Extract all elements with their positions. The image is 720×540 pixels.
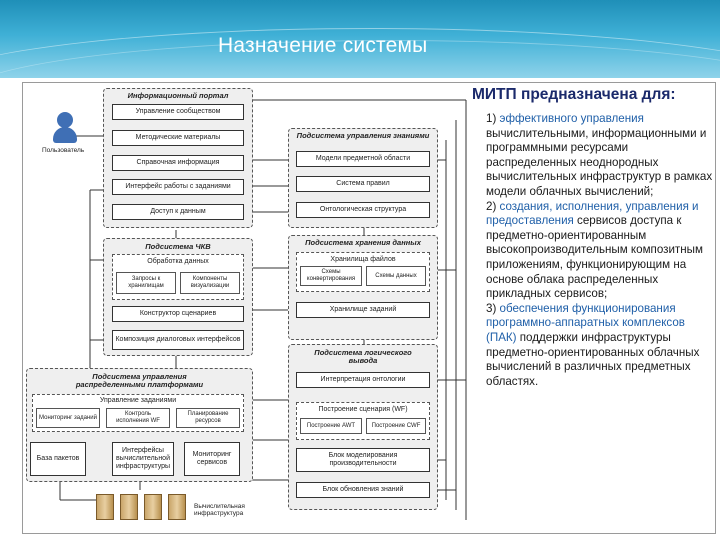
slide-header: Назначение системы (0, 0, 720, 78)
storage-convert: Схемы конвертирования (300, 266, 362, 286)
server-icon (120, 494, 138, 520)
knowledge-item: Модели предметной области (296, 151, 430, 167)
item-text: сервисов доступа к предметно-ориентирова… (486, 214, 703, 301)
logic-awt: Построение AWT (300, 418, 362, 434)
logic-cwf: Построение CWF (366, 418, 426, 434)
group-title: Подсистема управления распределенными пл… (75, 372, 204, 389)
server-icon (96, 494, 114, 520)
portal-item: Управление сообществом (112, 104, 244, 120)
logic-ontology: Интерпретация онтологии (296, 372, 430, 388)
portal-item: Справочная информация (112, 155, 244, 171)
item-accent: создания, исполнения, управления и предо… (486, 199, 699, 228)
group-title: Подсистема логического вывода (314, 348, 412, 365)
chkv-composition: Композиция диалоговых интерфейсов (112, 330, 244, 350)
storage-data: Схемы данных (366, 266, 426, 286)
description-paragraph: 2) создания, исполнения, управления и пр… (486, 200, 716, 302)
user-label: Пользователь (42, 147, 85, 154)
storage-file-store-label: Хранилища файлов (330, 256, 396, 263)
group-title: Подсистема ЧКВ (145, 242, 211, 251)
item-number: 1) (486, 112, 500, 125)
description-heading: МИТП предназначена для: (472, 86, 676, 103)
chkv-processing-label: Обработка данных (147, 258, 209, 265)
distrib-package-base: База пакетов (30, 442, 86, 476)
item-number: 3) (486, 301, 500, 315)
server-icon (168, 494, 186, 520)
distrib-service-monitor: Мониторинг сервисов (184, 442, 240, 476)
header-wave (0, 28, 720, 78)
portal-item: Методические материалы (112, 130, 244, 146)
distrib-interfaces: Интерфейсы вычислительной инфраструктуры (112, 442, 174, 476)
group-title: Информационный портал (127, 91, 229, 100)
user-icon (57, 112, 73, 128)
description-paragraph: 3) обеспечения функционирования программ… (486, 302, 716, 390)
logic-wf-build-label: Построение сценария (WF) (318, 406, 408, 413)
knowledge-item: Онтологическая структура (296, 202, 430, 218)
item-accent: эффективного управления (499, 112, 644, 125)
distrib-task-monitoring: Мониторинг заданий (36, 408, 100, 428)
distrib-resource-planning: Планирование ресурсов (176, 408, 240, 428)
item-accent: обеспечения функционирования программно-… (486, 301, 685, 344)
logic-knowledge-update: Блок обновления знаний (296, 482, 430, 498)
diagram-frame (22, 82, 716, 534)
infra-label-text: Вычислительная инфраструктура (194, 503, 245, 517)
logic-performance: Блок моделирования производительности (296, 448, 430, 472)
item-text: вычислительными, информационными и прогр… (486, 126, 713, 198)
chkv-visualization: Компоненты визуализации (180, 272, 240, 294)
distrib-wf-control: Контроль исполнения WF (106, 408, 170, 428)
description-paragraph: 1) эффективного управления вычислительны… (486, 112, 716, 200)
chkv-scenario-builder: Конструктор сценариев (112, 306, 244, 322)
item-text: поддержки инфраструктуры предметно-ориен… (486, 330, 700, 388)
server-icon (144, 494, 162, 520)
storage-task-store: Хранилище заданий (296, 302, 430, 318)
group-title: Подсистема управления знаниями (296, 131, 430, 140)
portal-item: Доступ к данным (112, 204, 244, 220)
knowledge-item: Система правил (296, 176, 430, 192)
chkv-storage-query: Запросы к хранилищам (116, 272, 176, 294)
infra-label: Вычислительная инфраструктура (194, 503, 266, 517)
description-text: 1) эффективного управления вычислительны… (486, 112, 716, 389)
header-wave (0, 40, 720, 78)
slide-title: Назначение системы (218, 34, 428, 57)
distrib-task-mgmt-label: Управление заданиями (99, 397, 177, 404)
user-icon (53, 127, 77, 143)
portal-item: Интерфейс работы с заданиями (112, 179, 244, 195)
item-number: 2) (486, 199, 500, 213)
group-title: Подсистема хранения данных (305, 238, 421, 247)
